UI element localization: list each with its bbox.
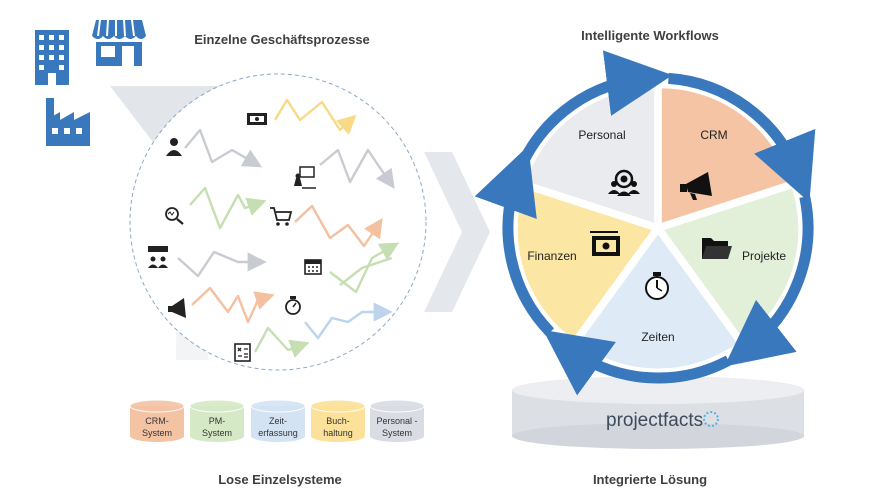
office-building-icon	[35, 30, 69, 85]
ring-arrow-2	[668, 72, 816, 203]
calculator-icon	[234, 343, 251, 362]
transition-chevron	[424, 152, 490, 312]
segment-label-personal: Personal	[578, 128, 625, 142]
megaphone-icon	[680, 172, 712, 200]
stopwatch-icon	[285, 296, 301, 315]
presentation-icon	[294, 166, 316, 189]
logo-text: projectfacts	[606, 410, 703, 431]
group-meeting-icon	[608, 169, 640, 196]
cylinder-label-line2: System	[202, 428, 232, 438]
segment-label-crm: CRM	[700, 128, 727, 142]
left-title: Einzelne Geschäftsprozesse	[194, 32, 370, 47]
process-arrows	[177, 98, 400, 358]
left-footer: Lose Einzelsysteme	[218, 472, 342, 487]
stopwatch-icon	[645, 272, 669, 300]
cylinder-label-line2: haltung	[323, 428, 353, 438]
megaphone-icon	[168, 298, 186, 318]
cylinder-label-line1: CRM-	[145, 416, 169, 426]
cylinder-5: Personal - System	[369, 399, 425, 442]
person-icon	[166, 138, 182, 156]
segment-label-zeiten: Zeiten	[641, 330, 674, 344]
right-footer: Integrierte Lösung	[592, 472, 708, 487]
group-icon	[148, 246, 168, 268]
workflow-ring	[474, 50, 816, 396]
projectfacts-logo: projectfacts	[606, 410, 719, 431]
folder-icon	[702, 238, 732, 259]
cylinder-label-line2: System	[382, 428, 412, 438]
cylinder-group: CRM-SystemPM-SystemZeit-erfassungBuch-ha…	[129, 399, 425, 442]
money-icon	[590, 231, 620, 256]
cylinder-label-line1: Buch-	[326, 416, 350, 426]
cylinder-label-line1: PM-	[209, 416, 226, 426]
segment-label-projekte: Projekte	[742, 249, 786, 263]
shopping-cart-icon	[270, 207, 293, 226]
money-icon	[247, 113, 267, 125]
store-icon	[92, 19, 146, 66]
cylinder-label-line1: Personal -	[376, 416, 417, 426]
pedestal	[512, 376, 804, 449]
cylinder-label-line2: System	[142, 428, 172, 438]
cylinder-2: PM- System	[189, 399, 245, 442]
ring-arrow-5	[474, 145, 555, 337]
segment-label-finanzen: Finanzen	[527, 249, 576, 263]
cylinder-4: Buch-haltung	[310, 399, 366, 442]
magnifier-icon	[165, 207, 184, 225]
cylinder-1: CRM- System	[129, 399, 185, 442]
cylinder-label-line2: erfassung	[258, 428, 298, 438]
cylinder-label-line1: Zeit-	[269, 416, 287, 426]
process-circle	[129, 73, 427, 371]
cylinder-3: Zeit-erfassung	[250, 399, 306, 442]
factory-icon	[46, 98, 90, 146]
ring-arrow-3	[724, 195, 814, 367]
workflow-pie	[514, 85, 802, 372]
ring-arrow-4	[543, 329, 732, 396]
right-title: Intelligente Workflows	[581, 28, 719, 43]
calendar-icon	[304, 259, 322, 275]
